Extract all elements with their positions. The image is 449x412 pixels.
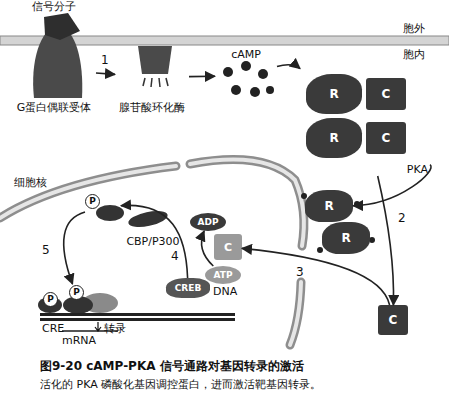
- transcription-arrow: [95, 322, 101, 331]
- regulatory-subunit: R: [322, 222, 370, 254]
- pathway-arrow: [378, 176, 394, 305]
- element-label: CRE: [42, 322, 64, 335]
- pathway-arrow: [64, 212, 85, 284]
- regulatory-subunit: R: [306, 74, 362, 114]
- phosphate-label: P: [85, 194, 100, 209]
- pathway-arrow: [202, 231, 214, 266]
- cyclase-shape: [138, 46, 172, 74]
- organelle-label: 细胞核: [14, 176, 47, 189]
- cyclase-activity-rays: [143, 78, 168, 87]
- node-label: C: [224, 241, 232, 254]
- creb-protein: CREB: [166, 278, 210, 298]
- signal-molecule-shape: [44, 13, 80, 40]
- catalytic-subunit: C: [378, 305, 408, 335]
- node-label: 腺苷酸环化酶: [119, 101, 185, 114]
- regulatory-subunit: R: [306, 118, 362, 158]
- step-number: 3: [296, 266, 304, 279]
- dna-bar: [40, 313, 235, 321]
- node-label: 信号分子: [32, 0, 76, 13]
- pathway-arrow: [96, 73, 115, 74]
- node-label: C: [382, 88, 391, 101]
- cbp-shape: [127, 208, 169, 230]
- pathway-arrow: [189, 76, 215, 78]
- regulatory-subunit: R: [305, 190, 353, 222]
- catalytic-subunit: C: [214, 234, 242, 260]
- adp-oval: ADP: [190, 213, 226, 231]
- node-label: ATP: [213, 269, 232, 282]
- molecule-label: mRNA: [62, 334, 96, 347]
- camp-dots: [223, 61, 274, 97]
- figure-caption: 图9-20 cAMP-PKA 信号通路对基因转录的激活: [40, 358, 304, 375]
- node-label: R: [329, 132, 338, 145]
- region-label: 胞内: [403, 48, 425, 61]
- signal-molecule: 信号分子: [18, 0, 90, 42]
- nuclear-envelope: [0, 160, 304, 345]
- node-label: C: [382, 132, 391, 145]
- step-number: 1: [101, 54, 109, 67]
- node-label: PKA: [407, 163, 428, 176]
- step-number: 2: [398, 212, 406, 225]
- node-label: R: [329, 88, 338, 101]
- second-messenger: cAMP: [215, 48, 277, 104]
- kinase-complex: PKA R C R C: [300, 68, 430, 176]
- node-label: CBP/P300: [126, 235, 179, 248]
- process-label: 转录: [104, 322, 126, 335]
- step-number: 5: [42, 244, 50, 257]
- pathway-arrow: [242, 248, 390, 305]
- node-label: G蛋白偶联受体: [17, 101, 92, 114]
- coactivator: CBP/P300: [118, 212, 188, 248]
- pcreb-shape: [96, 205, 124, 221]
- molecule-label: DNA: [213, 285, 237, 298]
- node-label: ADP: [197, 216, 218, 229]
- bound-complex: PP: [38, 284, 118, 314]
- step-number: 4: [171, 250, 179, 263]
- pathway-arrow: [121, 205, 188, 278]
- enzyme: 腺苷酸环化酶: [115, 40, 189, 114]
- node-label: CREB: [175, 282, 202, 295]
- region-label: 胞外: [403, 22, 425, 35]
- node-label: C: [389, 314, 398, 327]
- atp-oval: ATP: [205, 266, 241, 284]
- catalytic-subunit: C: [366, 122, 406, 154]
- phosphate-label: P: [69, 285, 84, 300]
- caption-note: 活化的 PKA 磷酸化基因调控蛋白，进而激活靶基因转录。: [40, 378, 321, 391]
- node-label: cAMP: [231, 48, 261, 61]
- pathway-arrow: [277, 65, 300, 69]
- phospho-creb: P: [85, 194, 121, 220]
- catalytic-subunit: C: [366, 78, 406, 110]
- receptor: G蛋白偶联受体: [12, 26, 96, 114]
- node-label: R: [324, 200, 333, 213]
- node-label: R: [341, 232, 350, 245]
- phosphate-label: P: [43, 292, 58, 307]
